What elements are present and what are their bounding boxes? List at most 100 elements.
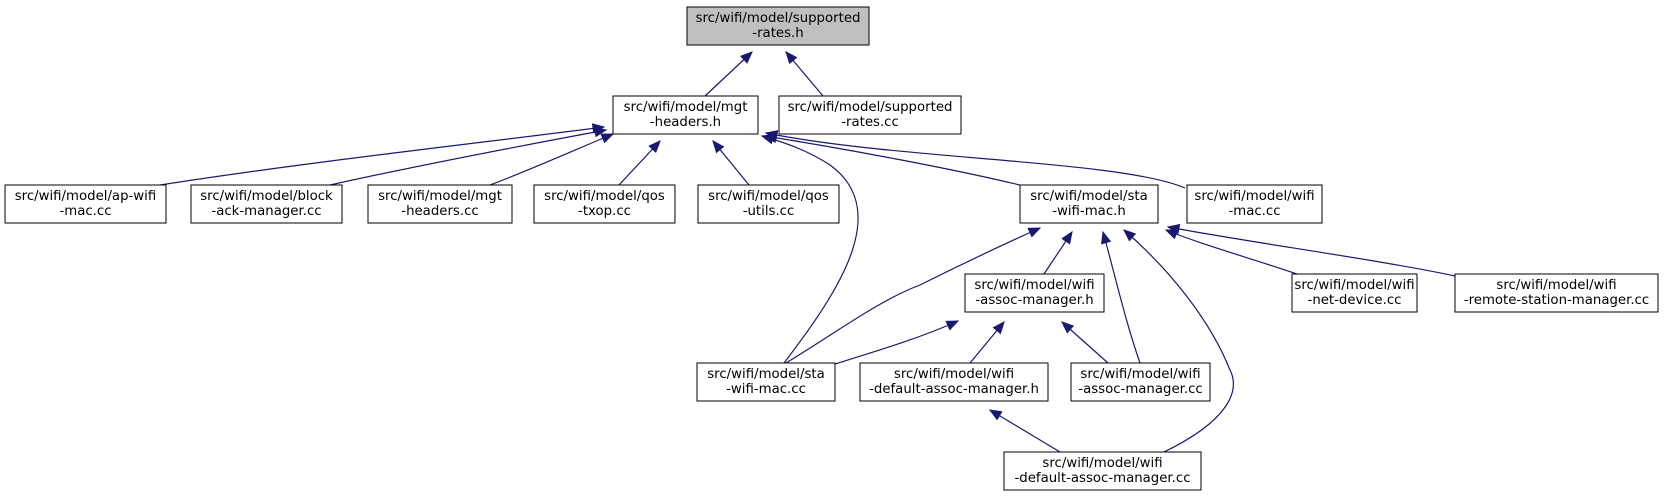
node-box [859,362,1049,402]
node-label-line1: src/wifi/model/wifi [1080,367,1200,382]
node-label-line2: -utils.cc [743,204,795,219]
node-wifi-remote-station-manager-cc[interactable]: src/wifi/model/wifi-remote-station-manag… [1454,273,1659,313]
edge-supported_rates_cc-to-supported_rates_h [785,50,824,97]
edges-layer [159,50,1456,453]
node-wifi-assoc-manager-h[interactable]: src/wifi/model/wifi-assoc-manager.h [964,273,1105,313]
edge-line [1165,229,1301,276]
node-wifi-mac-cc[interactable]: src/wifi/model/wifi-mac.cc [1186,184,1323,224]
arrowhead-icon [1027,227,1042,238]
node-box [696,362,836,402]
node-label-line2: -net-device.cc [1308,293,1402,308]
node-label-line1: src/wifi/model/wifi [1042,456,1162,471]
node-label-line1: src/wifi/model/qos [708,189,829,204]
node-mgt-headers-cc[interactable]: src/wifi/model/mgt-headers.cc [367,184,513,224]
node-label-line1: src/wifi/model/wifi [894,367,1014,382]
node-label-line2: -wifi-mac.h [1052,204,1126,219]
edge-line [765,132,1186,189]
node-label-line1: src/wifi/model/wifi [1294,278,1414,293]
node-box [1186,184,1323,224]
edge-line [989,409,1061,453]
node-label-line2: -assoc-manager.cc [1078,382,1202,397]
node-box [612,95,759,135]
node-qos-utils-cc[interactable]: src/wifi/model/qos-utils.cc [697,184,840,224]
node-wifi-default-assoc-manager-cc[interactable]: src/wifi/model/wifi-default-assoc-manage… [1003,451,1202,491]
node-wifi-default-assoc-manager-h[interactable]: src/wifi/model/wifi-default-assoc-manage… [859,362,1049,402]
node-sta-wifi-mac-h[interactable]: src/wifi/model/sta-wifi-mac.h [1019,184,1159,224]
node-wifi-assoc-manager-cc[interactable]: src/wifi/model/wifi-assoc-manager.cc [1070,362,1211,402]
arrowhead-icon [593,126,608,138]
edge-line [834,320,959,365]
node-label-line2: -default-assoc-manager.cc [1014,471,1190,486]
node-label-line1: src/wifi/model/mgt [378,189,502,204]
edge-sta_wifi_mac_h-to-mgt_headers_h [763,132,1025,187]
edge-line [785,227,1041,364]
node-label-line2: -default-assoc-manager.h [869,382,1039,397]
node-label-line1: src/wifi/model/ap-wifi [15,189,157,204]
arrowhead-icon [988,409,1003,421]
node-supported-rates-h[interactable]: src/wifi/model/supported-rates.h [686,6,870,46]
node-label-line2: -rates.h [752,26,803,41]
edge-mgt_headers_cc-to-mgt_headers_h [489,133,615,186]
edge-wifi_default_assoc_manager_cc-to-sta_wifi_mac_h [1123,229,1234,453]
edge-wifi_remote_station_manager_cc-to-sta_wifi_mac_h [1166,223,1456,277]
edge-line [489,133,614,186]
edge-qos_utils_cc-to-mgt_headers_h [712,139,750,186]
arrowhead-icon [740,51,753,64]
arrowhead-icon [1061,321,1075,334]
edge-line [1167,226,1456,277]
node-wifi-net-device-cc[interactable]: src/wifi/model/wifi-net-device.cc [1291,273,1418,313]
node-ap-wifi-mac-cc[interactable]: src/wifi/model/ap-wifi-mac.cc [4,184,167,224]
arrowhead-icon [785,50,798,65]
node-block-ack-manager-cc[interactable]: src/wifi/model/block-ack-manager.cc [190,184,343,224]
node-label-line1: src/wifi/model/wifi [974,278,1094,293]
node-box [778,95,962,135]
edge-wifi_net_device_cc-to-sta_wifi_mac_h [1164,229,1301,276]
node-label-line2: -assoc-manager.h [975,293,1093,308]
node-label-line1: src/wifi/model/sta [1030,189,1148,204]
node-label-line2: -mac.cc [59,204,111,219]
arrowhead-icon [648,140,661,153]
node-box [190,184,343,224]
node-box [367,184,513,224]
arrowhead-icon [1166,223,1181,235]
node-box [964,273,1105,313]
node-label-line2: -txop.cc [578,204,631,219]
edge-line [159,126,605,186]
node-qos-txop-cc[interactable]: src/wifi/model/qos-txop.cc [533,184,676,224]
edge-wifi_default_assoc_manager_h-to-wifi_assoc_manager_h [969,320,1005,364]
node-label-line2: -rates.cc [841,115,899,130]
edge-block_ack_manager_cc-to-mgt_headers_h [329,126,608,186]
node-label-line1: src/wifi/model/mgt [624,100,748,115]
node-box [686,6,870,46]
node-supported-rates-cc[interactable]: src/wifi/model/supported-rates.cc [778,95,962,135]
edge-wifi_assoc_manager_h-to-sta_wifi_mac_h [1043,230,1073,275]
edge-line [1102,231,1141,364]
node-label-line1: src/wifi/model/qos [544,189,665,204]
node-label-line2: -headers.h [650,115,721,130]
node-box [1003,451,1202,491]
node-sta-wifi-mac-cc[interactable]: src/wifi/model/sta-wifi-mac.cc [696,362,836,402]
edge-mgt_headers_h-to-supported_rates_h [704,51,753,97]
node-box [1019,184,1159,224]
node-box [1291,273,1418,313]
arrowhead-icon [1061,230,1073,245]
arrowhead-icon [992,320,1005,335]
edge-sta_wifi_mac_cc-to-mgt_headers_h [760,134,859,364]
node-box [533,184,676,224]
arrowhead-icon [764,130,779,141]
node-mgt-headers-h[interactable]: src/wifi/model/mgt-headers.h [612,95,759,135]
edge-line [1123,229,1234,453]
edge-line [329,129,607,186]
arrowhead-icon [945,320,960,331]
nodes-layer: src/wifi/model/supported-rates.h src/wifi… [4,6,1659,491]
node-box [1070,362,1211,402]
edge-wifi_assoc_manager_cc-to-sta_wifi_mac_h [1101,230,1141,364]
node-label-line1: src/wifi/model/wifi [1194,189,1314,204]
edge-wifi_assoc_manager_cc-to-wifi_assoc_manager_h [1061,321,1109,364]
arrowhead-icon [1123,229,1137,242]
edge-wifi_mac_cc-to-mgt_headers_h [764,130,1186,189]
arrowhead-icon [1101,230,1112,245]
edge-wifi_default_assoc_manager_cc-to-wifi_default_assoc_manager_h [988,409,1061,453]
node-label-line2: -wifi-mac.cc [726,382,806,397]
